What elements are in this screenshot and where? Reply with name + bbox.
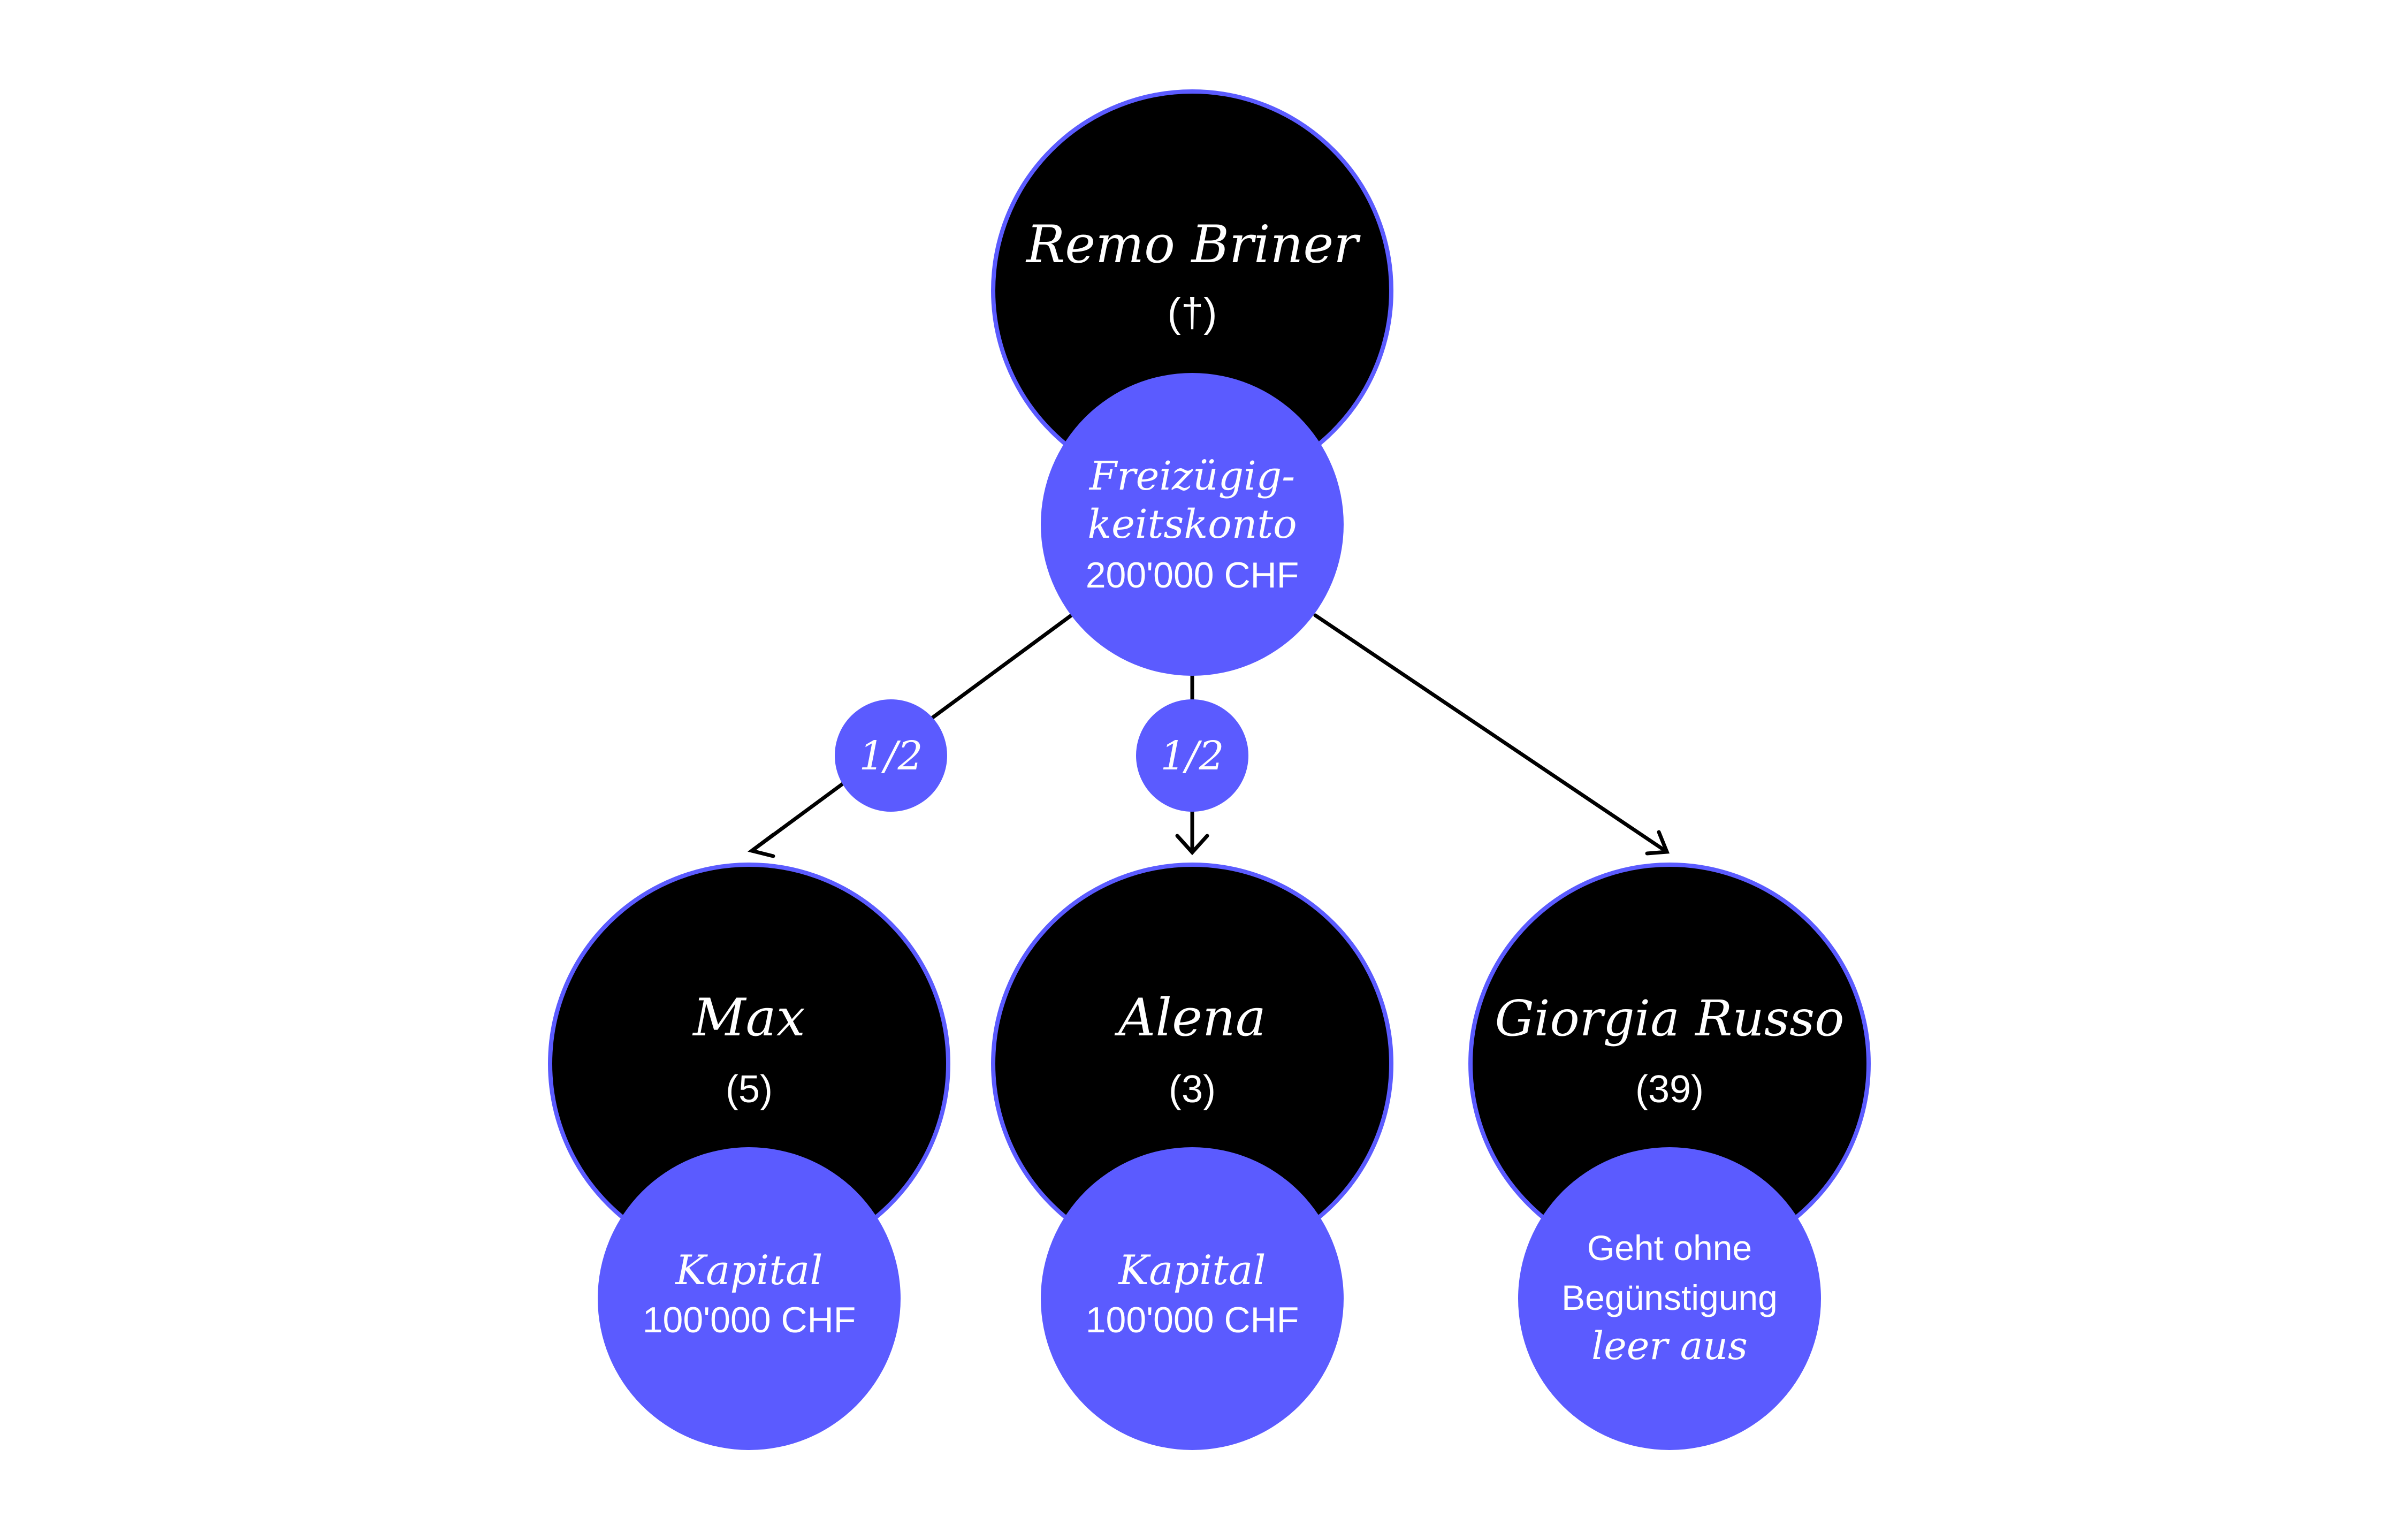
beneficiary-giorgia: Giorgia Russo (39) Geht ohne Begünstigun… [1468,863,1871,1450]
benefit-max-title: Kapital [674,1246,822,1294]
benefit-max-circle [598,1147,901,1450]
beneficiary-max-name: Max [692,988,805,1048]
beneficiary-max: Max (5) Kapital 100'000 CHF [548,863,950,1450]
benefit-giorgia-line3: leer aus [1591,1323,1748,1368]
benefit-giorgia-line1: Geht ohne [1587,1228,1752,1268]
beneficiary-giorgia-name: Giorgia Russo [1495,990,1844,1047]
share-badge-max: 1/2 [835,699,947,812]
benefit-giorgia-line2: Begünstigung [1561,1278,1778,1317]
root-node: Remo Briner (†) [991,89,1393,492]
beneficiary-giorgia-age: (39) [1635,1068,1704,1111]
benefit-giorgia-circle [1518,1147,1821,1450]
share-badge-alena: 1/2 [1136,699,1248,812]
beneficiary-alena: Alena (3) Kapital 100'000 CHF [991,863,1393,1450]
arrowhead-max [748,833,775,858]
benefit-max-amount: 100'000 CHF [643,1300,856,1340]
arrowhead-alena [1175,834,1209,856]
beneficiary-alena-name: Alena [1114,988,1266,1048]
benefit-alena-title: Kapital [1117,1246,1266,1294]
root-deceased-mark: (†) [1168,290,1217,335]
account-node-circle [1041,373,1344,676]
arrowhead-giorgia [1645,830,1670,856]
account-amount: 200'000 CHF [1086,555,1299,596]
share-badge-alena-label: 1/2 [1160,733,1224,779]
beneficiary-alena-age: (3) [1169,1068,1216,1111]
beneficiary-max-age: (5) [726,1068,773,1111]
share-badge-max-circle [835,699,947,812]
benefit-alena-circle [1041,1147,1344,1450]
share-badge-alena-circle [1136,699,1248,812]
benefit-alena-amount: 100'000 CHF [1086,1300,1299,1340]
share-badge-max-label: 1/2 [859,733,923,779]
account-node: Freizügig- keitskonto 200'000 CHF [1041,373,1344,676]
account-label-line2: keitskonto [1087,501,1297,547]
root-name: Remo Briner [1025,215,1361,274]
account-label-line1: Freizügig- [1088,453,1295,499]
connector-to-giorgia [1313,613,1669,854]
